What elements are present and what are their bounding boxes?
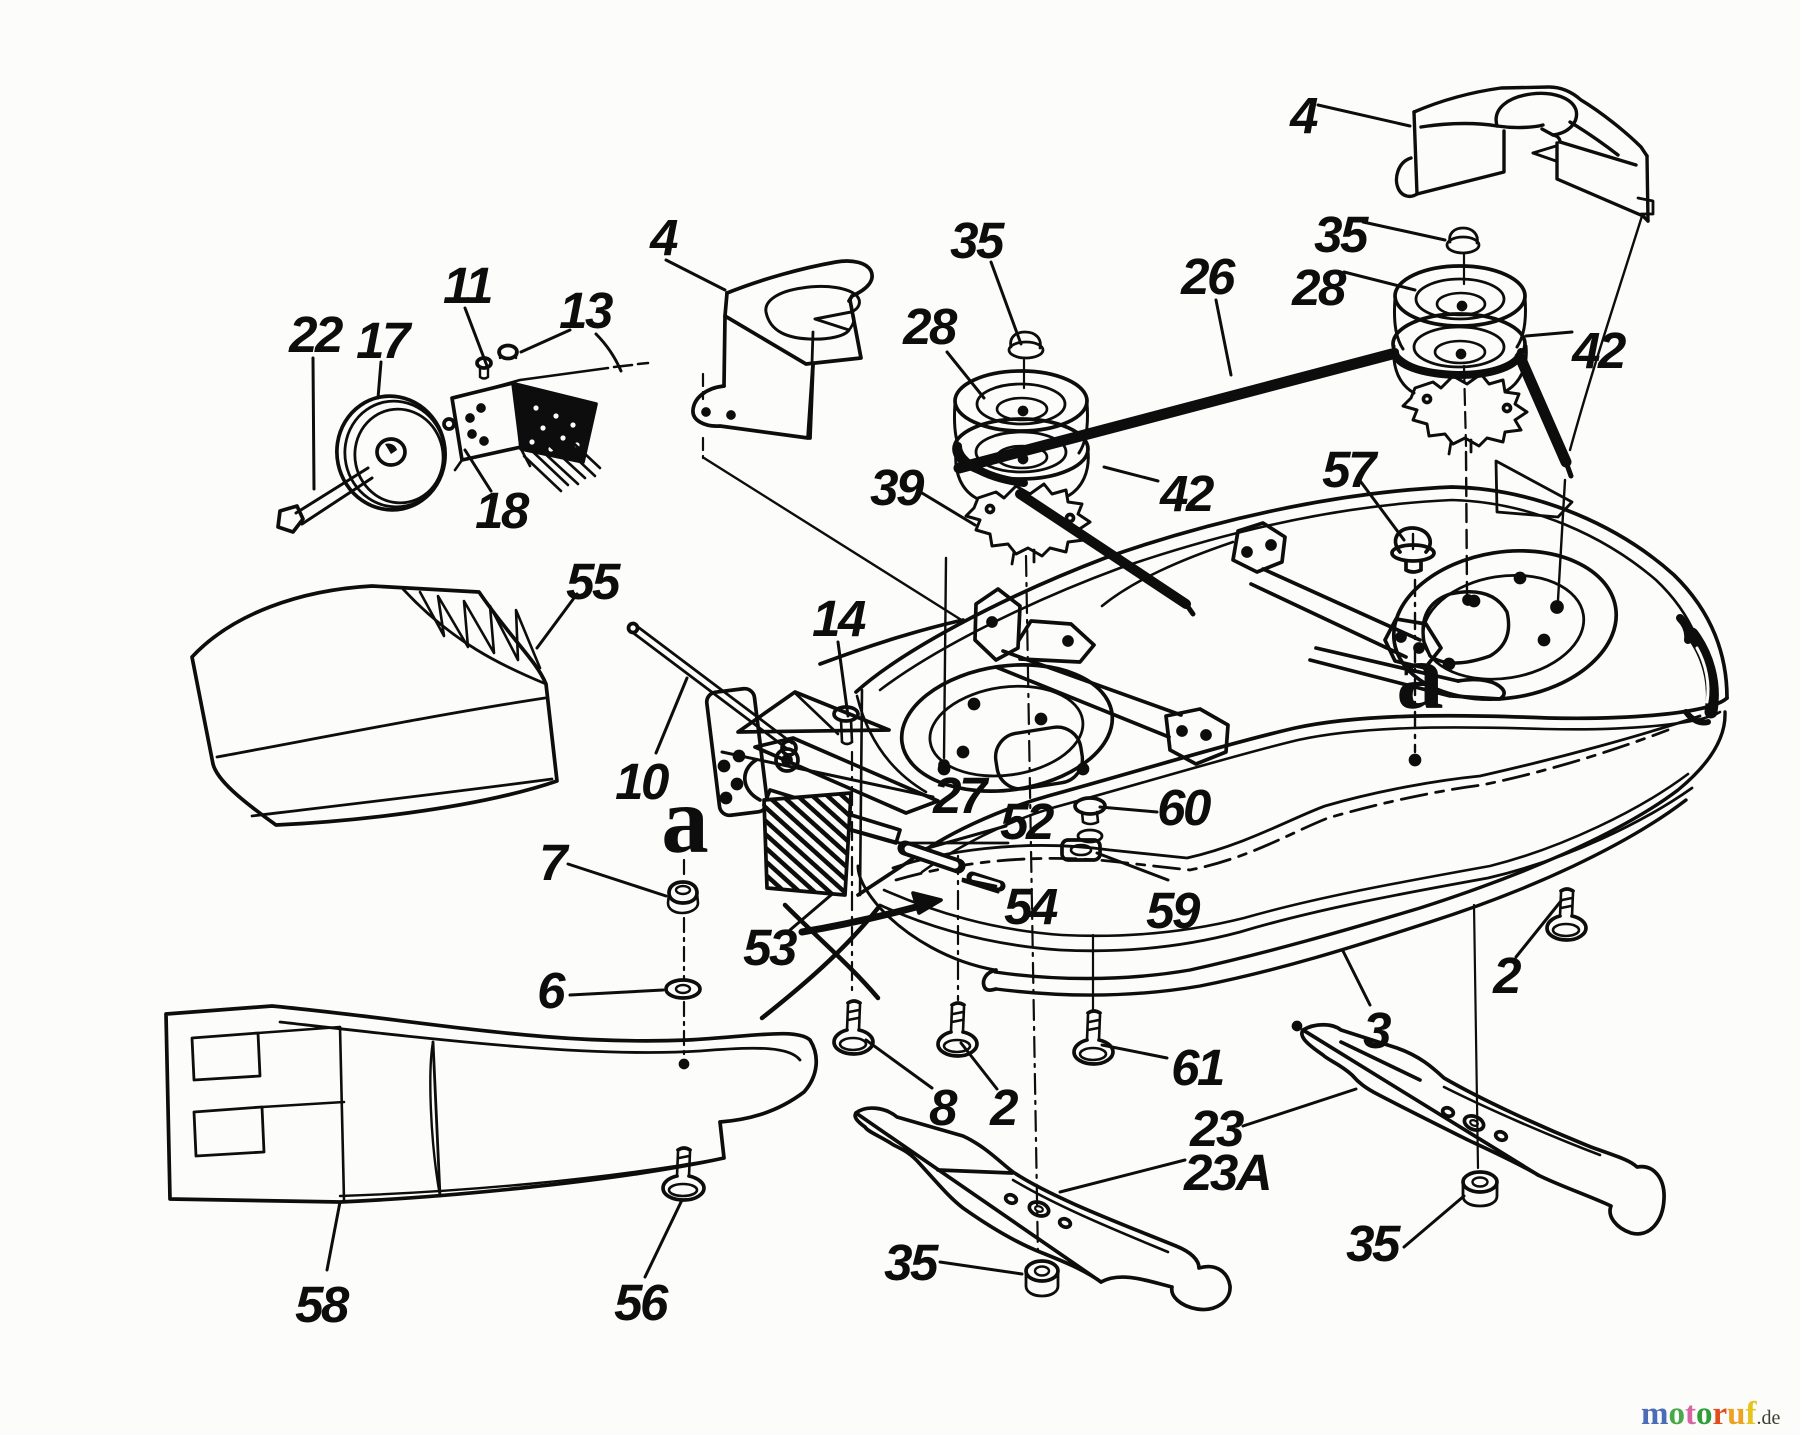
svg-text:59: 59	[1146, 882, 1201, 939]
svg-text:35: 35	[1346, 1215, 1401, 1272]
svg-text:61: 61	[1171, 1039, 1223, 1096]
svg-text:4: 4	[1289, 87, 1318, 144]
svg-text:18: 18	[475, 482, 530, 539]
svg-text:4: 4	[649, 209, 678, 266]
svg-text:23A: 23A	[1183, 1144, 1270, 1201]
svg-text:35: 35	[950, 212, 1005, 269]
svg-text:17: 17	[356, 312, 413, 369]
svg-text:53: 53	[743, 919, 797, 976]
svg-text:14: 14	[812, 590, 866, 647]
svg-text:35: 35	[884, 1234, 939, 1291]
svg-text:57: 57	[1322, 441, 1379, 498]
svg-text:39: 39	[870, 459, 925, 516]
svg-text:28: 28	[1291, 259, 1347, 316]
svg-text:13: 13	[559, 282, 613, 339]
svg-text:11: 11	[443, 257, 491, 314]
svg-text:35: 35	[1314, 206, 1369, 263]
svg-text:motoruf.de: motoruf.de	[1641, 1396, 1781, 1432]
svg-text:3: 3	[1363, 1002, 1391, 1059]
svg-text:22: 22	[288, 306, 343, 363]
svg-text:28: 28	[902, 298, 958, 355]
svg-text:a: a	[661, 767, 709, 873]
svg-text:42: 42	[1571, 322, 1626, 379]
svg-text:58: 58	[295, 1276, 350, 1333]
svg-text:23: 23	[1189, 1100, 1244, 1157]
svg-text:52: 52	[1000, 793, 1054, 850]
svg-text:6: 6	[537, 962, 566, 1019]
svg-text:42: 42	[1159, 465, 1214, 522]
svg-text:10: 10	[615, 753, 669, 810]
svg-text:26: 26	[1180, 248, 1236, 305]
svg-text:2: 2	[1492, 947, 1521, 1004]
svg-text:8: 8	[929, 1079, 958, 1136]
svg-text:60: 60	[1157, 779, 1211, 836]
svg-text:55: 55	[566, 553, 621, 610]
svg-text:2: 2	[989, 1079, 1018, 1136]
svg-text:54: 54	[1004, 878, 1058, 935]
svg-text:a: a	[1396, 623, 1444, 729]
svg-text:27: 27	[932, 767, 990, 824]
svg-text:56: 56	[614, 1274, 669, 1331]
